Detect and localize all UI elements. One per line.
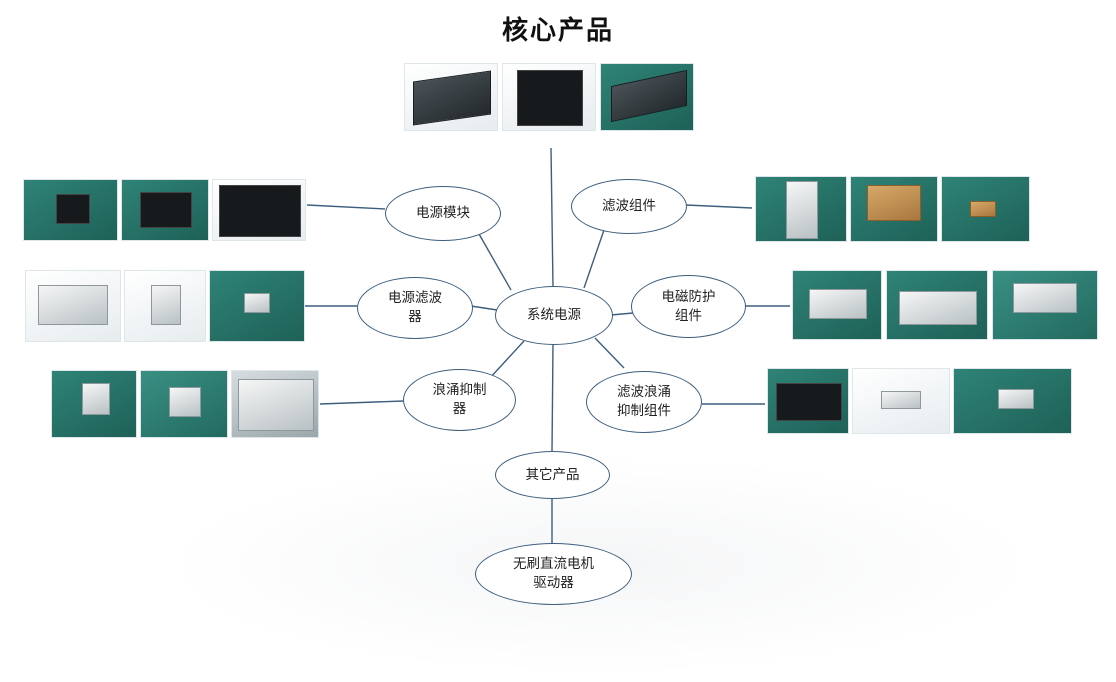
chassis-photo-2	[502, 63, 596, 131]
node-system-power: 系统电源	[495, 286, 613, 345]
node-label: 系统电源	[527, 307, 581, 323]
emp-photo-3	[992, 270, 1098, 340]
chassis-photo-1	[404, 63, 498, 131]
line-power-module-photos	[306, 204, 386, 210]
page-title: 核心产品	[501, 16, 614, 46]
line-power-module-to-center	[478, 233, 512, 291]
rack-enclosure-icon	[517, 70, 583, 126]
node-surge-filter-assembly: 滤波浪涌抑制组件	[586, 371, 702, 433]
chassis-icon	[413, 70, 491, 126]
node-label: 浪涌抑制器	[432, 382, 487, 417]
surge-filter-module-icon	[776, 383, 842, 421]
filter-assembly-photo-2	[850, 176, 938, 242]
emp-module-icon	[809, 289, 867, 319]
power-module-photo-2	[121, 179, 209, 241]
module-block-icon	[219, 185, 301, 237]
surge-photo-1	[51, 370, 137, 438]
chassis-icon	[611, 69, 687, 123]
surge-photo-3	[231, 370, 319, 438]
surge-filter-photo-2	[852, 368, 950, 434]
filter-box-icon	[244, 293, 270, 313]
power-filter-photo-3	[209, 270, 305, 342]
node-label: 滤波浪涌抑制组件	[617, 384, 671, 419]
node-emp-assembly: 电磁防护组件	[631, 275, 746, 338]
filter-assembly-photo-3	[941, 176, 1030, 242]
node-bldc-driver: 无刷直流电机驱动器	[475, 543, 632, 605]
node-power-module: 电源模块	[385, 186, 501, 241]
node-label: 电磁防护组件	[661, 288, 716, 324]
node-label: 电源滤波器	[388, 290, 442, 325]
power-module-photo-1	[23, 179, 118, 241]
line-other-to-center	[551, 343, 554, 453]
filter-box-icon	[38, 285, 108, 325]
emp-photo-1	[792, 270, 882, 340]
node-label: 无刷直流电机驱动器	[513, 556, 594, 591]
filter-assembly-photo-1	[755, 176, 847, 242]
chassis-photo-3	[600, 63, 694, 131]
line-surge-filter-to-center	[594, 337, 625, 369]
suppressor-block-icon	[238, 379, 314, 431]
node-label: 电源模块	[416, 205, 470, 221]
surge-filter-module-icon	[881, 391, 921, 409]
suppressor-block-icon	[169, 387, 201, 417]
emp-module-icon	[899, 291, 977, 325]
line-top-to-center	[550, 147, 554, 288]
line-filter-assembly-photos	[685, 204, 753, 209]
emp-photo-2	[886, 270, 988, 340]
surge-filter-photo-1	[767, 368, 849, 434]
emp-module-icon	[1013, 283, 1077, 313]
node-power-filter: 电源滤波器	[357, 277, 473, 339]
module-block-icon	[140, 192, 192, 228]
surge-filter-module-icon	[998, 389, 1034, 409]
surge-photo-2	[140, 370, 228, 438]
surge-filter-photo-3	[953, 368, 1072, 434]
node-filter-assembly: 滤波组件	[571, 179, 687, 234]
connector-assembly-icon	[786, 181, 818, 239]
line-emp-to-center	[610, 312, 634, 316]
power-module-photo-3	[212, 179, 306, 241]
node-surge-suppressor: 浪涌抑制器	[403, 369, 516, 431]
line-filter-assembly-to-center	[583, 229, 605, 289]
power-filter-photo-2	[124, 270, 206, 342]
suppressor-block-icon	[82, 383, 110, 415]
node-label: 其它产品	[525, 466, 580, 483]
plate-assembly-icon	[867, 185, 921, 221]
node-label: 滤波组件	[602, 198, 656, 214]
filter-box-icon	[151, 285, 181, 325]
line-power-filter-to-center	[470, 305, 498, 311]
line-surge-photos	[319, 400, 404, 405]
line-surge-to-center	[488, 340, 525, 380]
node-other-products: 其它产品	[495, 451, 610, 499]
module-block-icon	[56, 194, 90, 224]
small-assembly-icon	[970, 201, 996, 217]
power-filter-photo-1	[25, 270, 121, 342]
